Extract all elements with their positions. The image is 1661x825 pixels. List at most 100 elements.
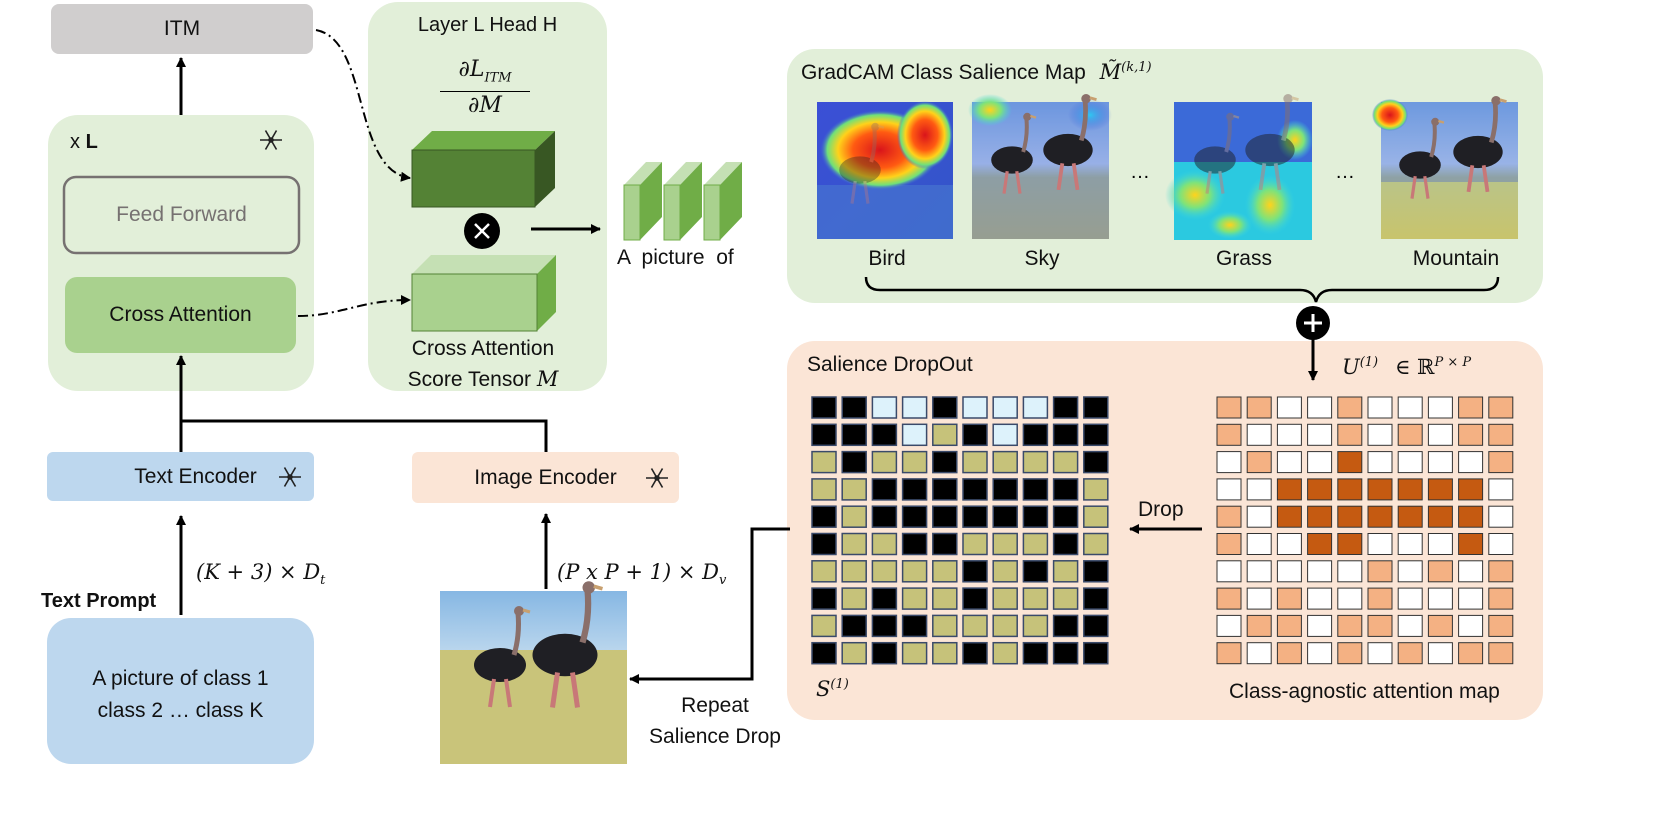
dropout-cell: [841, 641, 867, 665]
attention-cell: [1307, 560, 1333, 583]
attention-cell: [1367, 642, 1393, 665]
dropout-cell: [1022, 478, 1049, 501]
attention-cell: [1458, 614, 1484, 637]
dropout-cell: [1022, 450, 1049, 474]
attention-cell: [1458, 587, 1484, 610]
attention-cell: [1307, 396, 1333, 419]
dropout-cell: [1083, 614, 1109, 638]
attention-cell: [1246, 396, 1272, 419]
attention-cell: [1276, 614, 1302, 637]
dropout-cell: [962, 532, 988, 556]
dropout-cell: [1022, 560, 1049, 583]
dropout-cell: [962, 396, 988, 419]
repeat-line2: Salience Drop: [649, 725, 781, 748]
text-prompt-box: [47, 618, 314, 764]
dropout-cell: [811, 505, 837, 528]
dropout-cell: [1083, 560, 1109, 583]
attention-cell: [1216, 533, 1242, 555]
image-encoder-box: [412, 452, 679, 503]
repeat-line1: Repeat: [681, 694, 749, 717]
salience-dropout-title: Salience DropOut: [807, 353, 973, 376]
dropout-cell: [992, 505, 1018, 528]
dropout-cell: [1052, 614, 1079, 638]
dropout-cell: [901, 450, 928, 474]
attention-cell: [1276, 396, 1302, 419]
attention-cell: [1458, 478, 1484, 501]
gradcam-symbol: M̃: [1099, 60, 1122, 84]
s-expression: S(1): [816, 677, 849, 701]
dropout-cell: [932, 614, 958, 638]
heatmap-mountain: [1372, 96, 1518, 239]
dropout-cell: [932, 478, 958, 501]
attention-cell: [1276, 587, 1302, 610]
dropout-cell: [1052, 505, 1079, 528]
dropout-cell: [1083, 532, 1109, 556]
attention-cell: [1216, 451, 1242, 474]
dropout-cell: [962, 641, 988, 665]
class-label-mountain: Mountain: [1412, 247, 1500, 270]
attention-cell: [1367, 560, 1393, 583]
prompt-line1: A picture of class 1: [92, 667, 269, 690]
attention-cell: [1488, 478, 1514, 501]
dropout-cell: [871, 505, 898, 528]
attention-cell: [1367, 423, 1393, 446]
gradcam-title-text: GradCAM Class Salience Map: [801, 61, 1086, 84]
attention-cell: [1488, 451, 1514, 474]
attention-cell: [1276, 560, 1302, 583]
dropout-cell: [1052, 478, 1079, 501]
dropout-cell: [1022, 505, 1049, 528]
attention-cell: [1367, 396, 1393, 419]
gradient-tensor-cuboid: [411, 131, 555, 208]
attention-cell: [1276, 478, 1302, 501]
dropout-cell: [811, 614, 837, 638]
dropout-cell: [992, 478, 1018, 501]
attention-cell: [1307, 478, 1333, 501]
dropout-cell: [841, 396, 867, 419]
repeat-label: Repeat Salience Drop: [640, 690, 790, 752]
layer-count: x L: [70, 131, 98, 154]
dropout-cell: [901, 505, 928, 528]
multiply-icon: [464, 213, 500, 249]
dropout-cell: [992, 396, 1018, 419]
attention-cell: [1337, 478, 1363, 501]
dropout-cell: [841, 505, 867, 528]
attention-cell: [1216, 587, 1242, 610]
dropout-cell: [841, 532, 867, 556]
class-label-sky: Sky: [1024, 247, 1060, 270]
attention-cell: [1397, 560, 1423, 583]
score-tensor-line1: Cross Attention: [411, 337, 555, 360]
dropout-cell: [841, 450, 867, 474]
layer-count-value: L: [85, 131, 98, 153]
attention-cell: [1458, 396, 1484, 419]
dropout-cell: [871, 587, 898, 610]
dropout-cell: [1052, 396, 1079, 419]
attention-cell: [1458, 505, 1484, 528]
image-dim-sub: v: [718, 573, 727, 589]
dropout-cell: [1052, 560, 1079, 583]
attention-cell: [1337, 533, 1363, 555]
dropout-cell: [932, 396, 958, 419]
dropout-cell: [992, 450, 1018, 474]
text-dim: (K + 3) × D: [196, 560, 321, 584]
attention-cell: [1488, 587, 1514, 610]
dropout-cell: [901, 423, 928, 447]
dropout-cell: [932, 505, 958, 528]
dropout-cell: [932, 641, 958, 665]
attention-cell: [1216, 396, 1242, 419]
attention-cell: [1458, 642, 1484, 665]
heatmap-grass: [1165, 94, 1313, 240]
attention-cell: [1367, 451, 1393, 474]
attention-cell: [1427, 614, 1453, 637]
dropout-cell: [1083, 641, 1109, 665]
attention-cell: [1427, 587, 1453, 610]
attention-cell: [1216, 560, 1242, 583]
dropout-cell: [811, 450, 837, 474]
dropout-cell: [1052, 532, 1079, 556]
attention-cell: [1276, 533, 1302, 555]
class-agnostic-attention-grid: [1216, 396, 1514, 665]
attention-cell: [1246, 614, 1272, 637]
dropout-cell: [1083, 396, 1109, 419]
dropout-cell: [901, 478, 928, 501]
dropout-cell: [811, 423, 837, 447]
dropout-cell: [901, 587, 928, 610]
